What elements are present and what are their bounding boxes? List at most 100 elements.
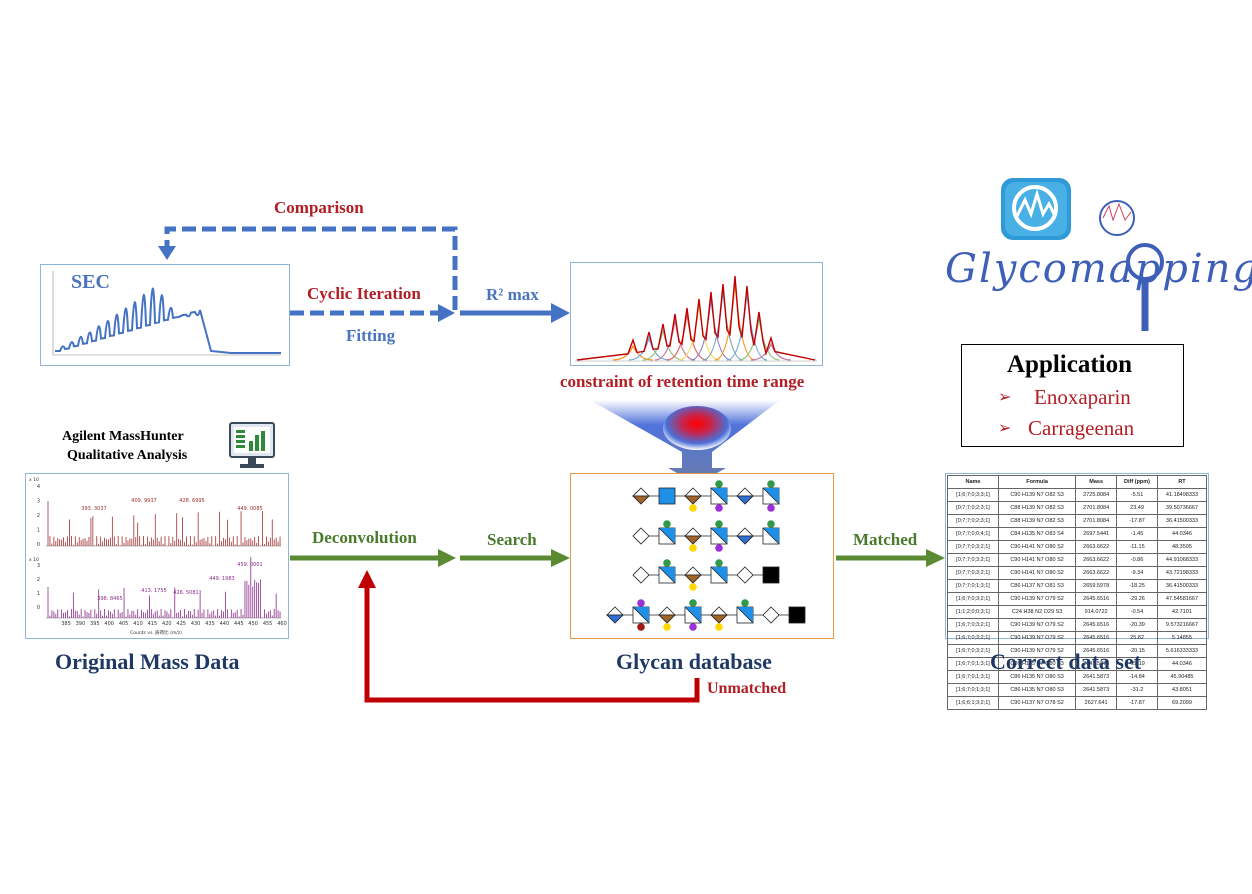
glycan-diamond-icon [762,606,780,624]
table-cell: -1.45 [1116,527,1158,541]
glycan-square-icon [658,487,676,505]
glycan-substituent-icon [689,504,697,512]
glycan-diamond-icon [684,535,702,545]
table-cell: 2663.6622 [1075,566,1118,580]
table-cell: 44.0346 [1156,527,1208,541]
table-cell: 44.0346 [1156,657,1208,671]
x-tick-label: 420 [162,621,172,627]
monitor-icon [228,421,276,471]
top-scale-label: x 10 [29,477,39,483]
fitted-component-curve [612,344,654,361]
table-cell: [0;7;7;0;2;3;1] [947,501,999,515]
table-cell: C86 H135 N7 O80 S3 [997,683,1077,697]
glycan-diamond-icon [684,487,702,497]
x-tick-label: 390 [76,621,86,627]
x-tick-label: 425 [176,621,186,627]
glycan-diamond-icon [684,566,702,576]
glycan-substituent-icon [637,623,645,631]
original-mass-data-title: Original Mass Data [55,649,240,674]
glycan-half-square-diagonal [658,566,676,584]
top-y-tick: 4 [37,484,40,490]
fitted-component-curve [750,342,792,361]
comparison-loop-arrow [158,226,458,310]
glycan-substituent-icon [715,544,723,552]
table-cell: 2659.5978 [1075,579,1118,593]
table-cell: [1;6;7;0;3;2;1] [947,631,999,645]
glycan-half-square-diagonal [736,606,754,624]
matched-arrow [836,549,945,567]
bottom-scale-label: x 10 [29,557,39,563]
table-cell: 43.8051 [1156,683,1208,697]
x-tick-label: 400 [104,621,114,627]
search-arrow [460,549,570,567]
glycan-diamond-icon [710,606,728,616]
glycan-diamond-icon [710,614,728,624]
constraint-label: constraint of retention time range [560,372,805,391]
bottom-y-tick: 0 [37,605,40,611]
fitted-peaks-chart [575,275,817,362]
table-cell: 44.91068333 [1156,553,1208,567]
glycan-diamond-icon [736,487,754,497]
table-cell: 45.90485 [1156,670,1208,684]
table-cell: 2663.6622 [1075,540,1118,554]
x-tick-label: 445 [234,621,244,627]
fitting-chart-panel [570,262,823,366]
table-cell: 25.82 [1116,631,1158,645]
x-tick-label: 440 [220,621,230,627]
table-cell: 2663.6622 [1075,553,1118,567]
fitted-envelope-curve [576,275,816,361]
glycan-substituent-icon [663,520,671,528]
table-cell: 39.50736667 [1156,501,1208,515]
application-title: Application [1007,351,1133,378]
table-cell: C86 H137 N7 O81 S3 [997,579,1077,593]
table-cell: -17.87 [1116,696,1158,710]
table-cell: 43.72198333 [1156,566,1208,580]
glycan-substituent-icon [663,623,671,631]
table-cell: [0;7;7;0;2;3;1] [947,514,999,528]
glycan-half-square-diagonal [632,606,650,624]
fitted-component-curve [666,313,708,361]
table-cell: 23.49 [1116,501,1158,515]
glycan-substituent-icon [637,599,645,607]
fitting-label: Fitting [346,326,396,345]
sec-label: SEC [71,271,110,293]
table-cell: [1;6;7;0;3;2;1] [947,618,999,632]
bottom-peak-label: 459. 0001 [237,562,262,568]
table-cell: -31.2 [1116,683,1158,697]
table-cell: 2645.6516 [1075,592,1118,606]
deconvolution-label: Deconvolution [312,528,417,547]
top-y-tick: 1 [37,528,40,534]
glycan-database-panel [570,473,834,639]
table-header-cell: Name [947,475,999,489]
table-cell: 2645.6516 [1075,631,1118,645]
table-cell: [0;7;7;0;0;4;1] [947,527,999,541]
glycan-half-square-diagonal [762,487,780,505]
glycan-substituent-icon [689,544,697,552]
glycan-structures [606,480,806,631]
unmatched-loop-arrow [358,570,700,703]
glycan-substituent-icon [689,623,697,631]
top-peak-label: 449. 0085 [237,506,262,512]
table-cell: C90 H139 N7 O79 S2 [997,631,1077,645]
table-cell: C90 H141 N7 O80 S2 [997,540,1077,554]
glycan-substituent-icon [689,599,697,607]
fitted-component-curve [714,281,756,361]
top-peak-label: 393. 3037 [81,506,106,512]
glycan-database-title: Glycan database [616,649,772,674]
table-header-cell: Formula [997,475,1077,489]
table-cell: [1;1;2;0;0;3;1] [947,605,999,619]
table-cell: 2627.641 [1075,696,1118,710]
top-peak-label: 428. 6995 [179,498,204,504]
glycan-substituent-icon [715,480,723,488]
